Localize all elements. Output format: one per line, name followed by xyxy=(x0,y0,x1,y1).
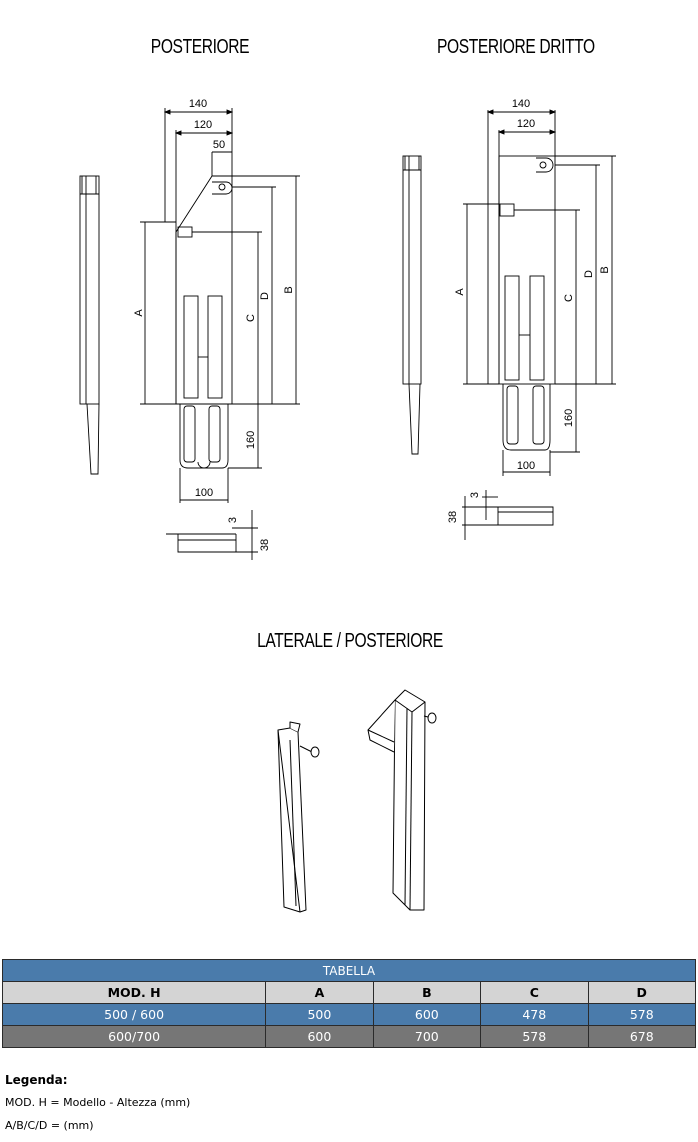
table-row: 600/700 600 700 578 678 xyxy=(1,1025,696,1048)
legend-line-mod-h: MOD. H = Modello - Altezza (mm) xyxy=(5,1096,191,1109)
dim-left-d: D xyxy=(259,292,271,300)
table-header-mod-h: MOD. H xyxy=(1,981,267,1004)
table-cell: 500 / 600 xyxy=(1,1003,267,1026)
dim-right-d: D xyxy=(583,270,595,278)
dim-left-50: 50 xyxy=(213,139,225,151)
dim-left-c: C xyxy=(245,314,257,322)
dim-right-140: 140 xyxy=(512,98,530,110)
table-header-b: B xyxy=(372,981,482,1004)
dim-right-160: 160 xyxy=(563,409,575,427)
dim-right-b: B xyxy=(599,266,611,273)
bracket-straight-3d xyxy=(277,727,307,913)
table-cell: 600/700 xyxy=(1,1025,267,1048)
table-cell: 600 xyxy=(265,1025,374,1048)
table-header-d: D xyxy=(587,981,696,1004)
table-cell: 478 xyxy=(480,1003,589,1026)
bracket-3d-illustrations xyxy=(277,689,437,913)
dim-left-a: A xyxy=(133,309,145,317)
legend-title: Legenda: xyxy=(5,1073,68,1087)
dim-left-140: 140 xyxy=(189,98,207,110)
table-row: 500 / 600 500 600 478 578 xyxy=(1,1003,696,1026)
table-header-c: C xyxy=(480,981,589,1004)
table-cell: 678 xyxy=(587,1025,696,1048)
table-header-a: A xyxy=(265,981,374,1004)
tabella: TABELLA MOD. H A B C D 500 / 600 500 600… xyxy=(1,959,696,1048)
dim-left-3: 3 xyxy=(227,517,239,523)
dim-left-160: 160 xyxy=(245,431,257,449)
bracket-angled-3d xyxy=(392,689,426,911)
table-title: TABELLA xyxy=(2,959,696,982)
heading-laterale-posteriore: LATERALE / POSTERIORE xyxy=(257,630,443,652)
drawing-posteriore-dritto: 140 120 A C D B 160 100 3 38 xyxy=(402,98,616,540)
dim-left-120: 120 xyxy=(194,119,212,131)
heading-posteriore: POSTERIORE xyxy=(150,36,250,58)
heading-posteriore-dritto: POSTERIORE DRITTO xyxy=(437,36,595,58)
dim-left-38: 38 xyxy=(259,539,271,551)
table-cell: 578 xyxy=(480,1025,589,1048)
dim-right-100: 100 xyxy=(517,460,535,472)
table-cell: 700 xyxy=(372,1025,482,1048)
dim-right-38: 38 xyxy=(447,511,459,523)
dim-left-b: B xyxy=(283,286,295,293)
dim-right-a: A xyxy=(454,288,466,296)
drawing-posteriore: 140 120 50 A C D B 160 100 3 38 xyxy=(79,98,300,560)
legend-line-dims: A/B/C/D = (mm) xyxy=(5,1119,94,1132)
dim-right-c: C xyxy=(563,294,575,302)
table-cell: 600 xyxy=(372,1003,482,1026)
table-cell: 578 xyxy=(587,1003,696,1026)
table-cell: 500 xyxy=(265,1003,374,1026)
dim-right-3: 3 xyxy=(469,492,481,498)
dim-right-120: 120 xyxy=(517,118,535,130)
dim-left-100: 100 xyxy=(195,487,213,499)
